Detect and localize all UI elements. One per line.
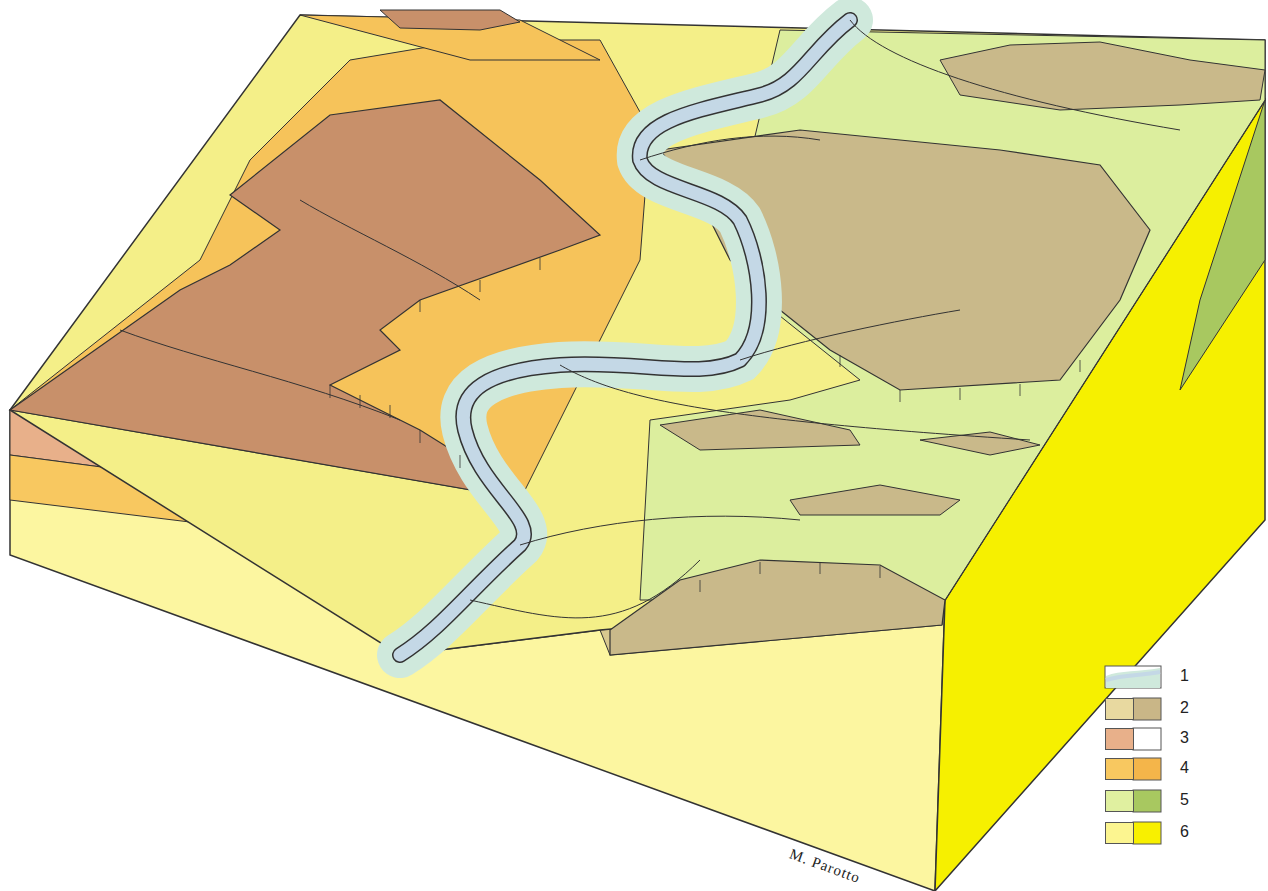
river-bank (400, 20, 850, 655)
plateau-2-strip (790, 485, 960, 515)
legend-swatch (1105, 758, 1134, 780)
plateau-2-front (610, 560, 945, 655)
legend-number: 6 (1180, 823, 1189, 841)
top-surface (10, 15, 1265, 655)
legend-number: 1 (1180, 667, 1189, 685)
plateau-2-back (940, 42, 1265, 110)
floodplain (400, 20, 850, 655)
legend-number: 5 (1180, 791, 1189, 809)
legend-number: 4 (1180, 759, 1189, 777)
legend-number: 2 (1180, 699, 1189, 717)
legend-number: 3 (1180, 729, 1189, 747)
plateau-3-small (380, 10, 520, 30)
drainage-lines (120, 20, 1180, 618)
legend-swatch (1105, 790, 1134, 812)
legend-swatch (1105, 822, 1134, 844)
legend-swatch (1105, 728, 1134, 750)
plateau-2-strip (660, 410, 860, 450)
layer-4-area (10, 40, 650, 500)
legend-pattern (1105, 666, 1161, 844)
cliff-hachures (330, 258, 1080, 592)
river-channel (400, 20, 850, 655)
plateau-3 (10, 100, 600, 495)
legend-swatch (1105, 698, 1134, 720)
plateau-2-strip (920, 432, 1040, 455)
